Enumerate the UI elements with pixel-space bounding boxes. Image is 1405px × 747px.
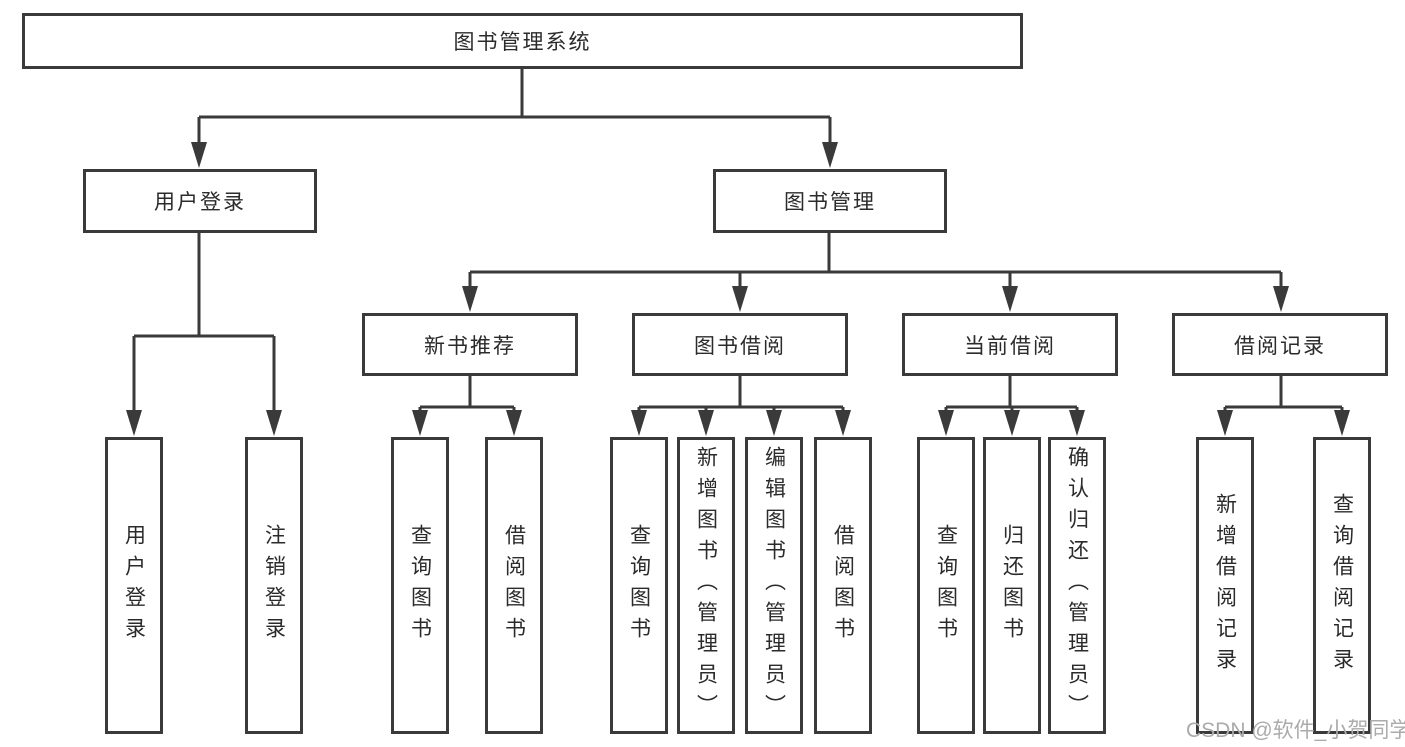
node-leaf-add-books-admin: 新增图书（管理员） (677, 437, 735, 734)
node-user-login: 用户登录 (83, 169, 317, 233)
node-label: 图书管理系统 (453, 31, 592, 54)
arrow-icon (732, 286, 748, 312)
node-leaf-query-books-recommend: 查询图书 (391, 437, 449, 734)
node-label: 新书推荐 (424, 334, 516, 358)
node-label: 注销登录 (262, 523, 286, 648)
arrow-icon (191, 142, 207, 168)
node-label: 确认归还（管理员） (1065, 446, 1089, 725)
node-label: 新增借阅记录 (1213, 492, 1237, 679)
node-label: 用户登录 (154, 191, 246, 214)
node-leaf-query-borrow-record: 查询借阅记录 (1313, 437, 1371, 734)
node-label: 借阅图书 (502, 523, 526, 648)
node-label: 借阅图书 (831, 523, 855, 648)
arrow-icon (462, 286, 478, 312)
node-book-management: 图书管理 (713, 169, 947, 233)
arrow-icon (1273, 286, 1289, 312)
edge-borrowing-records-to-leaves (1223, 375, 1344, 412)
node-leaf-query-books-current: 查询图书 (917, 437, 975, 734)
arrow-icon (938, 410, 954, 436)
arrow-icon (506, 410, 522, 436)
node-label: 图书借阅 (694, 334, 786, 358)
node-leaf-logout: 注销登录 (245, 437, 303, 734)
node-leaf-confirm-return-admin: 确认归还（管理员） (1048, 437, 1106, 734)
arrow-icon (1004, 410, 1020, 436)
arrow-icon (631, 410, 647, 436)
node-label: 用户登录 (122, 523, 146, 648)
node-label: 借阅记录 (1234, 334, 1326, 358)
node-new-book-recommend: 新书推荐 (362, 313, 578, 376)
arrow-icon (1334, 410, 1350, 436)
node-label: 编辑图书（管理员） (762, 446, 786, 725)
arrow-icon (766, 410, 782, 436)
node-leaf-borrow-books-borrowing: 借阅图书 (814, 437, 872, 734)
node-leaf-add-borrow-record: 新增借阅记录 (1196, 437, 1254, 734)
arrow-icon (822, 142, 838, 168)
node-leaf-query-books-borrowing: 查询图书 (610, 437, 668, 734)
node-label: 查询图书 (408, 523, 432, 648)
edge-current-borrowing-to-leaves (944, 375, 1079, 412)
node-leaf-user-login: 用户登录 (105, 437, 163, 734)
node-label: 新增图书（管理员） (694, 446, 718, 725)
arrow-icon (698, 410, 714, 436)
edge-book-management-to-level3 (468, 233, 1283, 288)
arrow-icon (126, 410, 142, 436)
node-library-management-system: 图书管理系统 (22, 13, 1023, 69)
node-current-borrowing: 当前借阅 (902, 313, 1118, 376)
node-label: 当前借阅 (964, 334, 1056, 358)
node-label: 查询图书 (627, 523, 651, 648)
node-label: 查询图书 (934, 523, 958, 648)
arrow-icon (266, 410, 282, 436)
node-label: 归还图书 (1000, 523, 1024, 648)
edge-user-login-to-leaves (132, 233, 276, 412)
arrow-icon (1002, 286, 1018, 312)
node-label: 图书管理 (784, 191, 876, 214)
edge-root-to-level2 (197, 69, 832, 144)
edge-book-borrowing-to-leaves (637, 375, 845, 412)
arrow-icon (835, 410, 851, 436)
csdn-watermark: CSDN @软件_小贺同学 (1186, 719, 1405, 742)
node-label: 查询借阅记录 (1330, 492, 1354, 679)
node-borrowing-records: 借阅记录 (1172, 313, 1388, 376)
arrow-icon (412, 410, 428, 436)
edge-new-book-recommend-to-leaves (418, 375, 516, 412)
arrow-icon (1069, 410, 1085, 436)
node-leaf-borrow-books-recommend: 借阅图书 (485, 437, 543, 734)
node-leaf-edit-books-admin: 编辑图书（管理员） (745, 437, 803, 734)
arrow-icon (1217, 410, 1233, 436)
node-book-borrowing: 图书借阅 (632, 313, 848, 376)
node-leaf-return-books: 归还图书 (983, 437, 1041, 734)
